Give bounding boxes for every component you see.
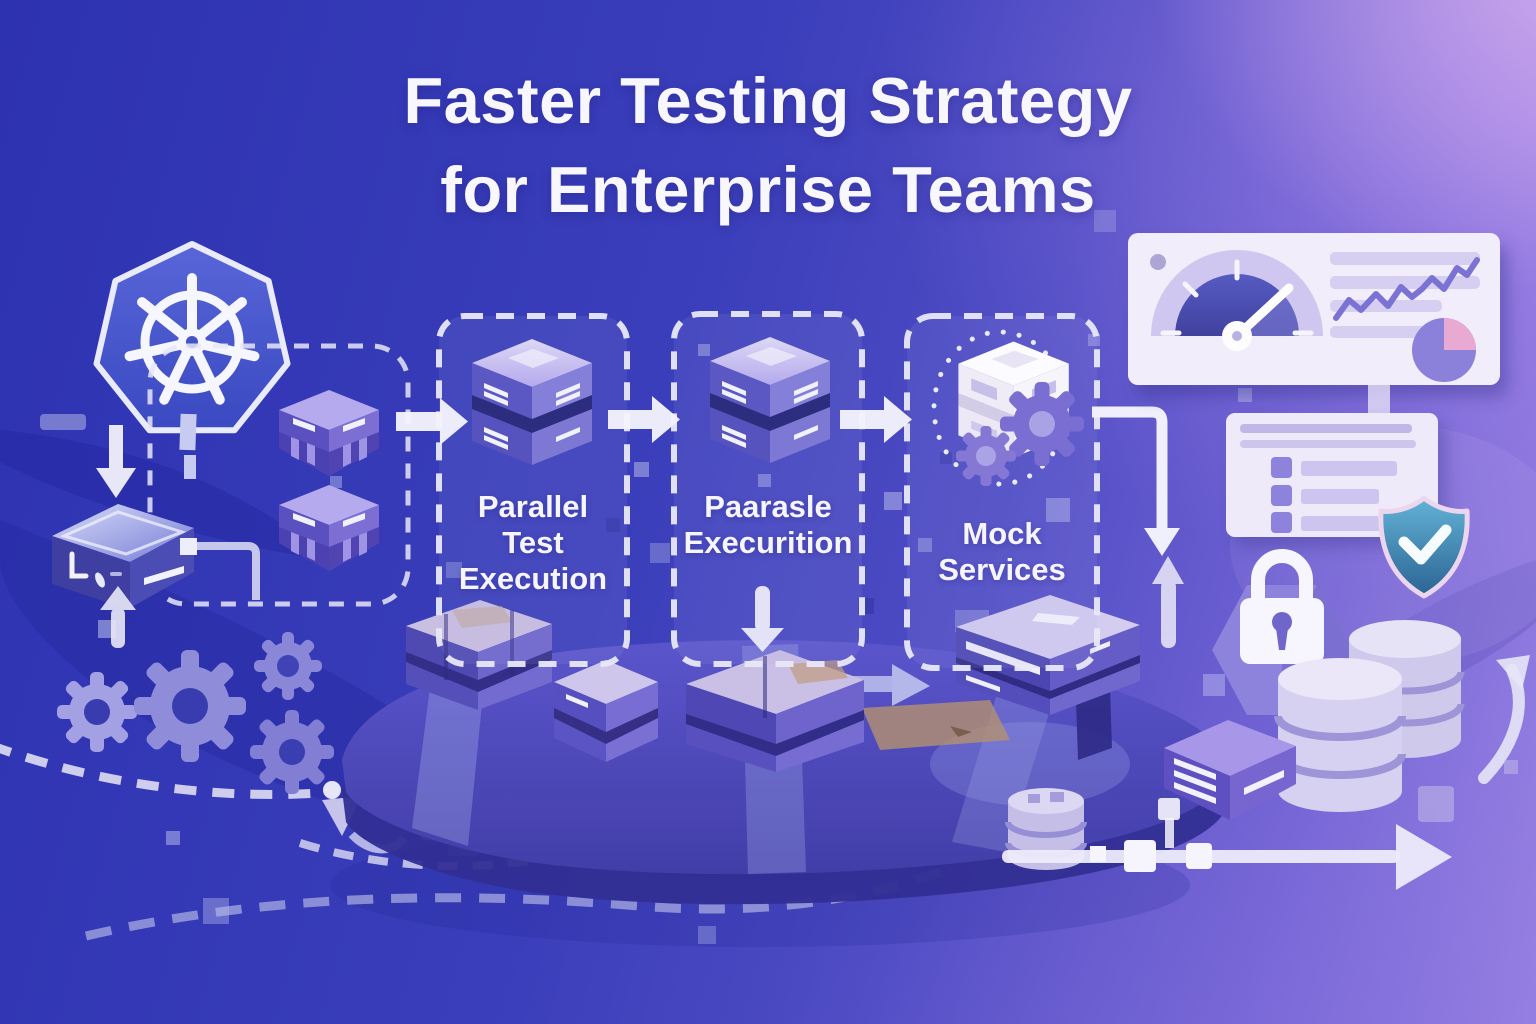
line-chart-icon — [1333, 257, 1480, 321]
title-line-2: for Enterprise Teams — [440, 153, 1096, 226]
container-box-icon — [554, 660, 658, 762]
server-stack-icon — [710, 337, 830, 463]
container-box-icon — [279, 485, 379, 571]
stage-label-parallel-execution: Paarasle Execurition — [674, 489, 862, 561]
stage-label-parallel-test-execution: Parallel Test Execution — [439, 489, 627, 597]
stage-label-line: Test — [502, 525, 564, 560]
shield-check-icon — [1378, 495, 1470, 599]
gears-cluster — [57, 632, 334, 794]
gear-icon — [956, 426, 1016, 486]
gear-icon — [254, 632, 322, 700]
arrow-up-icon — [1152, 556, 1184, 648]
flow-dot — [323, 781, 341, 799]
platform-boxes — [406, 595, 1140, 772]
platform-arrow-icon — [892, 664, 930, 706]
stage-label-line: Execution — [458, 561, 608, 596]
arrow-right-icon — [608, 396, 680, 443]
pie-chart-icon — [1412, 318, 1476, 382]
stage-label-line: Mock — [962, 516, 1042, 551]
gear-icon — [134, 650, 246, 762]
curved-growth-arrow-icon — [1478, 655, 1530, 784]
node-arrow — [1002, 760, 1518, 890]
gear-icon — [250, 710, 334, 794]
page-title: Faster Testing Strategy for Enterprise T… — [0, 68, 1536, 222]
checkbox-icon — [1271, 512, 1292, 533]
server-box-icon — [956, 595, 1140, 715]
stage-label-line: Execurition — [683, 525, 853, 560]
tan-patch — [862, 700, 1010, 750]
arrow-down-icon — [96, 425, 136, 498]
container-box-icon — [279, 390, 379, 476]
dashboard-card — [1128, 233, 1508, 443]
checkbox-icon — [1271, 485, 1292, 506]
connector-elbow — [180, 538, 260, 600]
stage-label-line: Parallel — [477, 489, 589, 524]
stage-label-line: Paarasle — [704, 489, 832, 524]
dashed-loop — [147, 343, 411, 607]
elbow-arrow-down — [1092, 406, 1180, 556]
database-icon — [1274, 658, 1406, 812]
gear-icon — [57, 672, 137, 752]
title-line-1: Faster Testing Strategy — [403, 64, 1133, 137]
stage-label-mock-services: Mock Services — [907, 516, 1097, 588]
arrow-down-icon — [741, 586, 784, 652]
container-box-icon — [406, 600, 552, 710]
gear-icon — [1000, 382, 1084, 466]
gauge-icon — [1151, 250, 1323, 351]
card-dot — [1150, 254, 1166, 270]
note-box-icon — [1164, 720, 1296, 820]
stage-label-line: Services — [938, 552, 1066, 587]
server-stack-icon — [472, 339, 592, 465]
arrow-right-icon — [840, 396, 912, 443]
arrow-right-icon — [396, 398, 468, 445]
kubernetes-icon — [93, 241, 291, 479]
mock-services-icon — [931, 329, 1084, 487]
arrow-up-icon — [100, 586, 136, 648]
log-box-icon — [52, 504, 194, 610]
checkbox-icon — [1271, 457, 1292, 478]
